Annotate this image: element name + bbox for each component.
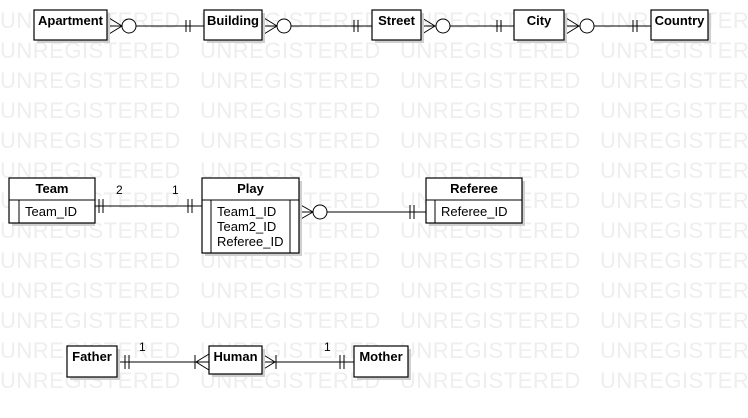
entity-title: Team [36, 181, 69, 196]
watermark-text: UNREGISTERED [600, 188, 748, 213]
entity-title: Referee [450, 181, 498, 196]
watermark-text: UNREGISTERED [400, 308, 581, 333]
cardinality-label: 1 [139, 340, 146, 354]
watermark-text: UNREGISTERED [600, 218, 748, 243]
cardinality-label: 1 [172, 183, 179, 197]
watermark-text: UNREGISTERED [400, 68, 581, 93]
watermark-text: UNREGISTERED [600, 308, 748, 333]
rel-apartment-building[interactable] [108, 17, 204, 35]
rel-building-street[interactable] [263, 17, 372, 35]
watermark-text: UNREGISTERED [0, 308, 181, 333]
rel-city-country[interactable] [565, 17, 651, 35]
watermark-text: UNREGISTERED [0, 98, 181, 123]
watermark-text: UNREGISTERED [200, 308, 381, 333]
entity-title: Country [655, 13, 706, 28]
cardinality-label: 1 [324, 340, 331, 354]
watermark-text: UNREGISTERED [600, 68, 748, 93]
entity-father[interactable]: Father [66, 345, 120, 380]
entity-title: Street [378, 13, 416, 28]
entity-mother[interactable]: Mother [353, 345, 411, 380]
entity-country[interactable]: Country [650, 9, 711, 43]
watermark-layer: UNREGISTERED UNREGISTERED UNREGISTERED UNRE… [0, 8, 748, 393]
entity-attribute: Referee_ID [441, 204, 507, 219]
entity-attribute: Referee_ID [217, 234, 283, 249]
entity-title: Father [72, 349, 112, 364]
entity-referee[interactable]: Referee Referee_ID [425, 177, 525, 226]
watermark-text: UNREGISTERED [400, 278, 581, 303]
watermark-text: UNREGISTERED [200, 98, 381, 123]
watermark-text: UNREGISTERED [0, 128, 181, 153]
entity-play[interactable]: Play Team1_ID Team2_ID Referee_ID [201, 177, 302, 256]
entity-attribute: Team1_ID [217, 204, 276, 219]
watermark-text: UNREGISTERED [400, 98, 581, 123]
watermark-text: UNREGISTERED [600, 98, 748, 123]
entity-team[interactable]: Team Team_ID [8, 177, 96, 226]
entity-title: Human [213, 349, 257, 364]
watermark-text: UNREGISTERED [200, 68, 381, 93]
entity-city[interactable]: City [513, 9, 567, 43]
entity-attribute: Team_ID [25, 204, 77, 219]
entity-title: Apartment [38, 13, 104, 28]
watermark-text: UNREGISTERED [200, 128, 381, 153]
watermark-text: UNREGISTERED [400, 128, 581, 153]
entity-human[interactable]: Human [208, 345, 265, 377]
rel-street-city[interactable] [421, 17, 514, 35]
rel-father-human[interactable]: 1 [117, 340, 210, 371]
entity-street[interactable]: Street [371, 9, 424, 43]
rel-play-referee[interactable] [298, 203, 426, 221]
entity-title: Play [237, 181, 265, 196]
entity-title: City [527, 13, 552, 28]
entity-title: Building [207, 13, 259, 28]
watermark-text: UNREGISTERED [600, 278, 748, 303]
entity-apartment[interactable]: Apartment [33, 9, 110, 43]
watermark-text: UNREGISTERED [0, 278, 181, 303]
watermark-text: UNREGISTERED [600, 248, 748, 273]
cardinality-label: 2 [116, 183, 123, 197]
watermark-text: UNREGISTERED [400, 338, 581, 363]
watermark-text: UNREGISTERED [0, 68, 181, 93]
watermark-text: UNREGISTERED [600, 338, 748, 363]
watermark-text: UNREGISTERED [400, 368, 581, 393]
entity-building[interactable]: Building [203, 9, 265, 43]
watermark-text: UNREGISTERED [600, 128, 748, 153]
watermark-text: UNREGISTERED [600, 158, 748, 183]
watermark-text: UNREGISTERED [600, 368, 748, 393]
watermark-text: UNREGISTERED [0, 248, 181, 273]
entity-attribute: Team2_ID [217, 219, 276, 234]
entity-title: Mother [359, 349, 402, 364]
watermark-text: UNREGISTERED [400, 248, 581, 273]
watermark-text: UNREGISTERED [200, 278, 381, 303]
rel-team-play[interactable]: 2 1 [95, 183, 202, 213]
